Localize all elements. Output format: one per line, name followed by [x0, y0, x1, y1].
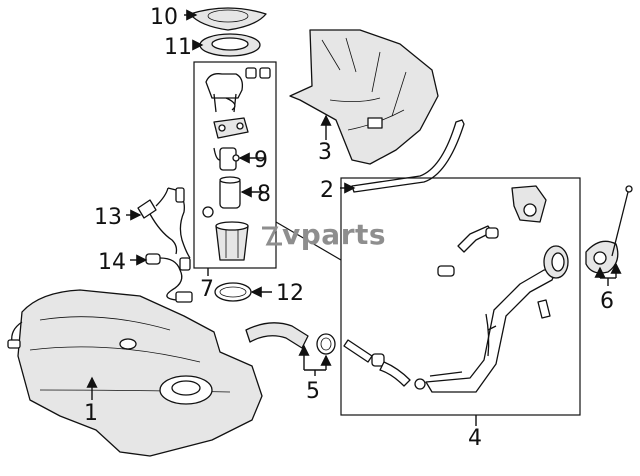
part-14-pump-harness[interactable]	[145, 253, 193, 303]
part-bolt[interactable]	[537, 299, 551, 319]
callout-11: 11	[164, 35, 192, 60]
leader-lines	[86, 9, 622, 426]
callout-12: 12	[276, 281, 304, 306]
callout-7: 7	[200, 277, 214, 302]
watermark-text: vparts	[282, 218, 386, 251]
part-4-filler-neck[interactable]	[425, 245, 569, 393]
callout-1: 1	[84, 401, 98, 426]
filler-assembly-box	[340, 177, 581, 416]
callout-6: 6	[600, 289, 614, 314]
callout-13: 13	[94, 205, 122, 230]
part-1-fuel-tank[interactable]	[7, 289, 263, 457]
part-10-cover-gasket[interactable]	[189, 7, 267, 31]
callout-5: 5	[306, 379, 320, 404]
callout-labels: 10 11 9 8 13 14 7 12 3 2 1 5 4 6	[84, 5, 614, 451]
watermark-logo: vparts	[262, 218, 386, 251]
part-3-heat-shield[interactable]	[289, 29, 439, 165]
filler-box-pointer	[275, 221, 342, 261]
part-5-filler-hose[interactable]	[245, 322, 336, 355]
callout-10: 10	[150, 5, 178, 30]
part-vent-hose[interactable]	[437, 225, 499, 277]
part-strainer-basket[interactable]	[215, 221, 249, 261]
part-pump-module-top[interactable]	[205, 67, 271, 113]
callout-3: 3	[318, 140, 332, 165]
callout-14: 14	[98, 250, 126, 275]
callout-4: 4	[468, 426, 482, 451]
part-vent-valve[interactable]	[511, 185, 547, 223]
part-pump-bracket[interactable]	[213, 117, 249, 139]
part-9-fuel-filter[interactable]	[213, 147, 240, 171]
part-11-lock-ring[interactable]	[199, 33, 261, 57]
pump-assembly-box	[193, 61, 277, 269]
callout-9: 9	[254, 148, 268, 173]
part-8-fuel-pump[interactable]	[202, 176, 241, 218]
callout-8: 8	[257, 182, 271, 207]
part-13-sender-harness[interactable]	[137, 187, 191, 271]
part-6-fuel-cap[interactable]	[585, 185, 633, 274]
part-lower-hose[interactable]	[343, 339, 426, 390]
callout-2: 2	[320, 178, 334, 203]
